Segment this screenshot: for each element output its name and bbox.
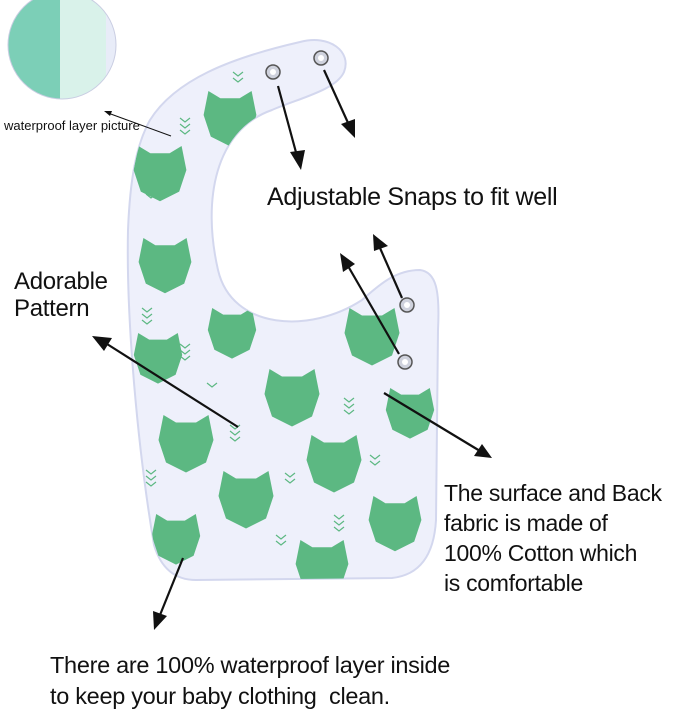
surface-label-line: 100% Cotton which — [444, 540, 638, 567]
arrow-icon — [383, 392, 492, 458]
pattern-label-line: Adorable — [14, 268, 108, 295]
bear-face-icon — [295, 540, 349, 581]
surface-label-line: fabric is made of — [444, 510, 608, 537]
snap-button-icon — [399, 297, 415, 313]
waterproof-layer-label: There are 100% waterproof layer inside t… — [50, 650, 450, 711]
waterproof-layer-inset — [8, 0, 116, 99]
arrow-icon — [153, 557, 185, 630]
arrow-icon — [104, 111, 172, 137]
adorable-pattern-label: Adorable Pattern — [14, 268, 108, 323]
snap-button-icon — [397, 354, 413, 370]
arrow-icon — [340, 253, 400, 355]
chevron-icon — [141, 71, 381, 546]
snap-button-icon — [265, 64, 281, 80]
arrow-icon — [276, 85, 305, 170]
waterproof-layer-picture-label: waterproof layer picture — [4, 118, 140, 133]
waterproof-label-line: There are 100% waterproof layer inside — [50, 652, 451, 678]
bib — [126, 39, 440, 582]
surface-label-line: The surface and Back — [444, 480, 662, 506]
surface-label-line: is comfortable — [444, 570, 583, 597]
adjustable-snaps-label: Adjustable Snaps to fit well — [267, 183, 558, 211]
pattern-label-line: Pattern — [14, 294, 90, 322]
waterproof-label-line: to keep your baby clothing clean. — [50, 682, 390, 709]
arrow-icon — [92, 336, 239, 428]
cotton-fabric-label: The surface and Back fabric is made of 1… — [444, 478, 662, 599]
arrow-icon — [373, 234, 404, 299]
arrow-icon — [322, 69, 355, 138]
snap-button-icon — [313, 50, 329, 66]
